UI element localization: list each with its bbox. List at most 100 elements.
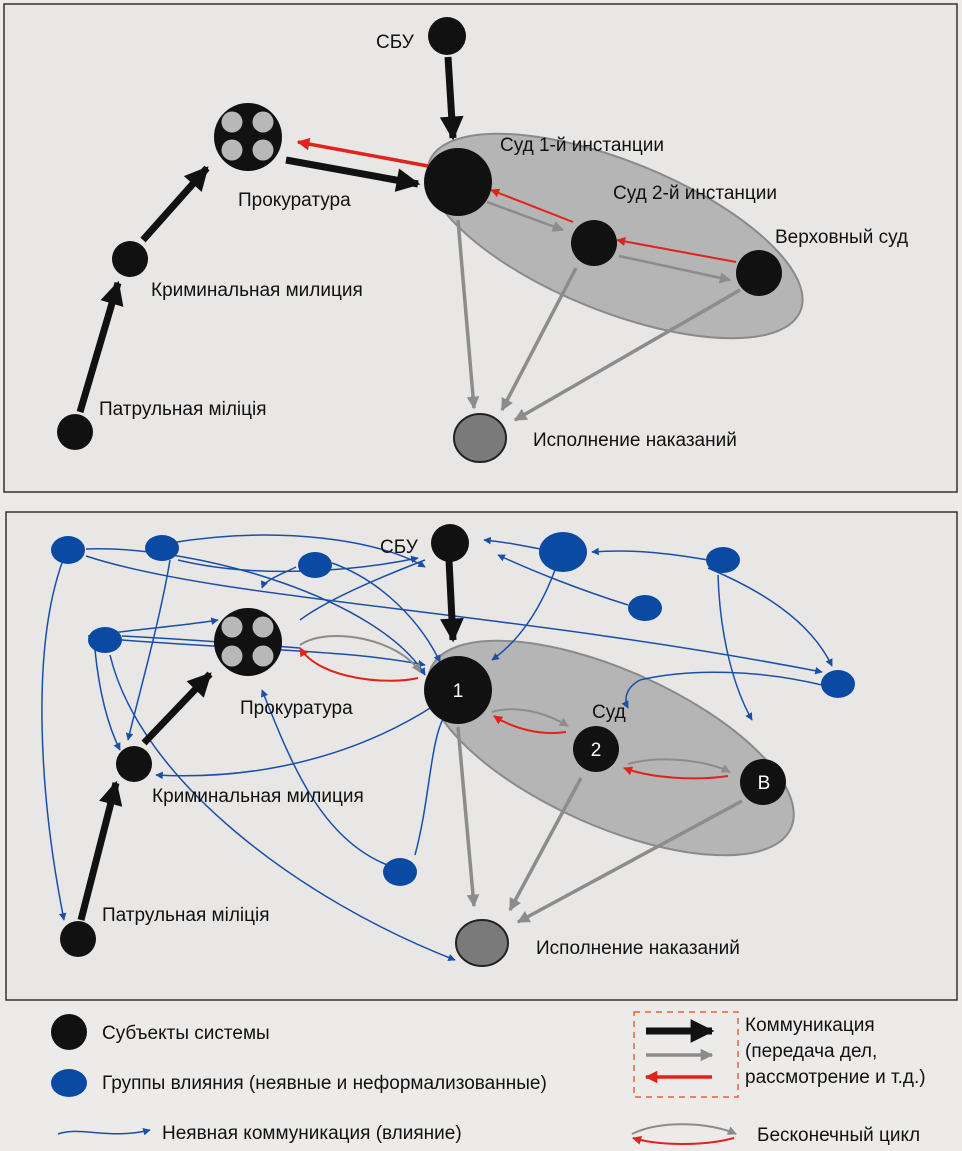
implicit-link (109, 654, 456, 962)
legend-cycle-label: Бесконечный цикл (757, 1125, 920, 1146)
court2-node (573, 726, 619, 772)
implicit-link (94, 649, 121, 751)
top-panel: СБУ Суд 1-й инстанции Суд 2-й инстанции … (3, 3, 958, 493)
implicit-link (41, 559, 67, 921)
legend-subject-swatch (51, 1014, 87, 1050)
legend-communication-frame (633, 1011, 739, 1098)
legend: Субъекты системы Группы влияния (неявные… (51, 1011, 926, 1146)
legend-implicit-swatch (57, 1127, 151, 1136)
arrow-patrol-to-criminal (77, 780, 123, 921)
prosecutor-label: Прокуратура (238, 190, 351, 211)
arrow-supreme-to-court2 (616, 237, 737, 263)
arrow-supreme-to-execution (516, 799, 743, 924)
influence-group-node (88, 627, 122, 653)
arrow-court1-to-execution (456, 726, 480, 908)
cycle-court1-court2 (491, 708, 569, 734)
implicit-link (169, 534, 426, 568)
arrow-sbu-to-court1 (440, 559, 464, 643)
execution-node (455, 919, 509, 967)
arrow-court1-to-prosecutor (296, 137, 429, 168)
arrow-supreme-to-execution (513, 288, 741, 422)
implicit-link (414, 714, 446, 856)
implicit-link (155, 704, 436, 780)
prosecutor-label: Прокуратура (240, 698, 353, 719)
implicit-link (261, 689, 391, 867)
arrow-court1-to-court2 (486, 200, 565, 232)
sbu-label: СБУ (376, 32, 415, 53)
influence-group-node (51, 536, 85, 564)
influence-group-node (706, 547, 740, 573)
legend-communication-detail-2: рассмотрение и т.д.) (745, 1067, 926, 1088)
legend-groups-label: Группы влияния (неявные и неформализован… (102, 1073, 547, 1094)
implicit-link (85, 548, 426, 676)
arrow-court2-to-execution (500, 267, 578, 412)
influence-group-node (383, 858, 417, 886)
criminal-militia-label: Криминальная милиция (152, 786, 364, 807)
execution-label: Исполнение наказаний (533, 430, 737, 451)
court1-node (424, 656, 492, 724)
implicit-link (621, 671, 823, 709)
cycle-prosecutor-court1 (299, 634, 421, 682)
implicit-link (497, 554, 629, 606)
legend-communication-detail-1: (передача дел, (745, 1041, 877, 1062)
supreme-court-node (740, 759, 786, 805)
arrow-prosecutor-to-court1 (285, 156, 421, 192)
legend-cycle-swatch (631, 1123, 737, 1145)
arrow-criminal-to-prosecutor (141, 671, 213, 746)
arrow-criminal-to-prosecutor (140, 165, 210, 243)
sbu-label: СБУ (380, 537, 419, 558)
influence-group-node (628, 595, 662, 621)
implicit-links (41, 534, 833, 962)
arrow-court2-to-court1 (490, 188, 574, 223)
influence-group-node (821, 670, 855, 698)
implicit-link (299, 559, 426, 621)
court2-node (571, 220, 617, 266)
legend-communication-title: Коммуникация (745, 1015, 875, 1036)
implicit-link (491, 569, 556, 661)
court1-label: Суд 1-й инстанции (500, 135, 664, 156)
bottom-panel: 1 2 В СБУ Суд Прокуратура Криминальная м… (5, 511, 958, 1001)
influence-groups (51, 532, 855, 886)
legend-implicit-label: Неявная коммуникация (влияние) (162, 1123, 462, 1144)
criminal-militia-node (112, 241, 148, 277)
prosecutor-node (214, 608, 282, 676)
court1-number: 1 (453, 681, 464, 702)
implicit-link (707, 567, 833, 667)
influence-group-node (145, 535, 179, 561)
legend-subjects-label: Субъекты системы (102, 1023, 270, 1044)
court-group-label: Суд (592, 702, 626, 723)
implicit-link (331, 562, 441, 663)
patrol-militia-node (60, 921, 96, 957)
supreme-court-letter: В (758, 773, 771, 794)
top-panel-frame (3, 3, 958, 493)
court1-node (424, 148, 492, 216)
sbu-node (431, 524, 469, 562)
supreme-court-node (736, 250, 782, 296)
supreme-court-label: Верховный суд (775, 227, 908, 248)
arrow-court2-to-execution (508, 777, 583, 912)
prosecutor-node (214, 103, 282, 171)
execution-label: Исполнение наказаний (536, 938, 740, 959)
legend-group-swatch (51, 1069, 87, 1097)
criminal-militia-label: Криминальная милиция (151, 280, 363, 301)
cycle-court2-supreme (623, 758, 731, 780)
influence-group-node (298, 552, 332, 578)
implicit-link (121, 639, 426, 668)
court2-number: 2 (591, 740, 602, 761)
arrow-court1-to-execution (456, 219, 480, 410)
arrow-court2-to-supreme (618, 254, 732, 284)
execution-node (453, 413, 507, 463)
implicit-link (85, 555, 823, 675)
sbu-node (428, 17, 466, 55)
implicit-link (260, 566, 297, 589)
implicit-link (125, 559, 171, 741)
implicit-link (483, 536, 546, 551)
patrol-militia-node (57, 414, 93, 450)
implicit-link (717, 574, 753, 721)
influence-group-node (539, 532, 587, 572)
arrow-patrol-to-criminal (76, 280, 124, 413)
patrol-militia-label: Патрульная міліція (102, 905, 270, 926)
patrol-militia-label: Патрульная міліція (99, 399, 267, 420)
criminal-militia-node (116, 746, 152, 782)
